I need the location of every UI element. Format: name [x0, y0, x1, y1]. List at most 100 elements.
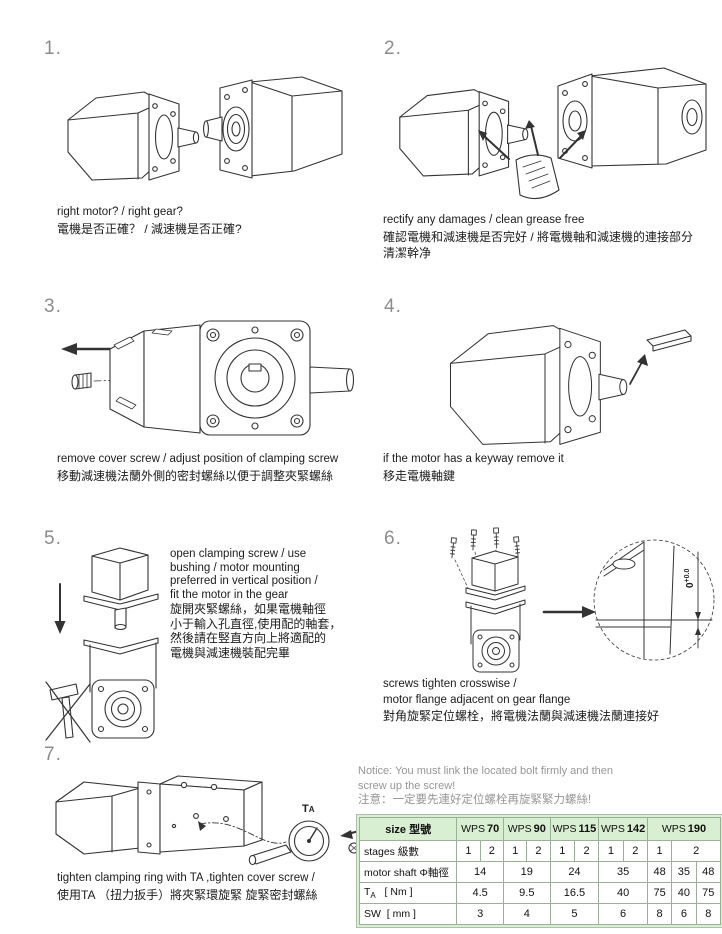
caption-line-zh: 清潔幹净	[383, 245, 432, 260]
table-cell: 35	[598, 861, 648, 883]
table-cell: 9.5	[502, 882, 551, 904]
caption-line-zh: 對角旋緊定位螺栓，將電機法蘭與減速機法蘭連接好	[383, 709, 660, 723]
caption-line-en: motor flange adjacent on gear flange	[383, 693, 571, 706]
table-row-stages: stages 級數 1 2 1 2 1 2 1 2 1 2	[358, 840, 721, 862]
table-cell: 1	[502, 840, 528, 862]
torque-label: TA	[302, 803, 315, 815]
step5-caption: open clamping screw / use bushing / moto…	[170, 548, 341, 660]
leader-line	[199, 822, 287, 844]
caption-line-en: remove cover screw / adjust position of …	[57, 453, 339, 465]
table-cell: 8	[646, 903, 673, 925]
caption-line-en: preferred in vertical position /	[170, 575, 318, 587]
table-cell: 4	[502, 903, 551, 925]
caption-line-zh: 移動減速機法蘭外側的密封螺絲以便于調整夾緊螺絲	[57, 468, 334, 483]
caption-line-zh: 電機與減速機裝配完畢	[170, 645, 291, 660]
caption-line-zh: 確認電機和減速機是否完好 / 將電機軸和減速機的連接部分	[383, 229, 694, 244]
table-cell: 48	[646, 861, 673, 883]
motor-drawing	[67, 91, 200, 181]
caption-line-en: fit the motor in the gear	[170, 588, 289, 601]
step7-caption: tighten clamping ring with TA ,tighten c…	[57, 871, 317, 903]
step2-illustration	[399, 67, 707, 200]
table-cell: 6	[671, 903, 697, 925]
torque-wrench-icon	[248, 820, 330, 866]
keyway-icon	[646, 329, 692, 352]
step5-illustration	[45, 547, 159, 743]
table-cell: 24	[549, 861, 600, 883]
table-cell: 8	[695, 903, 722, 925]
table-cell: 5	[549, 903, 600, 925]
table-cell: 40	[671, 882, 697, 904]
step7-illustration: TA	[55, 775, 367, 866]
notice-line-zh: 注意：一定要先連好定位螺栓再旋緊緊力螺絲!	[358, 794, 592, 806]
row-label: motor shaft Φ軸徑	[358, 861, 458, 883]
arrow-icon	[61, 343, 112, 355]
table-cell: 2	[573, 840, 600, 862]
motor-vertical-drawing	[83, 547, 159, 631]
row-label: SW [ mm ]	[358, 903, 458, 925]
no-hammer-icon	[45, 681, 91, 743]
leader-arrowhead	[198, 821, 206, 831]
step3-number: 3.	[44, 296, 62, 317]
step4-illustration	[449, 324, 692, 446]
table-row-motor-shaft: motor shaft Φ軸徑 14 19 24 35 48 35 48	[358, 861, 722, 883]
screw-icon	[71, 372, 92, 390]
dimension-line	[695, 551, 701, 649]
dimension-label: 0+0.0	[684, 569, 696, 588]
step6-caption: screws tighten crosswise / motor flange …	[383, 677, 659, 724]
caption-line-zh: 電機是否正確？ / 減速機是否正確?	[57, 221, 242, 236]
caption-line-en: screws tighten crosswise /	[383, 678, 517, 690]
caption-line-zh: 旋開夾緊螺絲，如果電機軸徑	[170, 602, 327, 616]
table-cell: 2	[526, 840, 551, 862]
table-cell: 2	[479, 840, 504, 862]
arrow-icon	[542, 606, 596, 618]
caption-line-en: tighten clamping ring with TA ,tighten c…	[57, 872, 315, 884]
table-cell: 48	[695, 861, 722, 883]
table-cell: 40	[598, 882, 648, 904]
step3-illustration	[61, 320, 355, 436]
step1-illustration	[67, 76, 343, 181]
table-cell: 2	[622, 840, 648, 862]
step2-number: 2.	[384, 38, 402, 59]
table-cell: 1	[646, 840, 673, 862]
table-cell: 1	[598, 840, 624, 862]
step3-caption: remove cover screw / adjust position of …	[57, 452, 338, 484]
table-cell: 14	[456, 861, 504, 883]
caption-line-en: bushing / motor mounting	[170, 561, 300, 574]
caption-line-en: open clamping screw / use	[170, 548, 307, 560]
table-cell: 1	[549, 840, 575, 862]
gearbox-vertical-drawing	[83, 637, 159, 739]
motor-gearbox-assembly-drawing	[55, 775, 263, 855]
down-arrow-icon	[54, 583, 66, 634]
gearbox-drawing	[557, 67, 707, 169]
caption-line-zh: 移走電機軸鍵	[383, 468, 456, 483]
motor-drawing	[399, 89, 529, 177]
step4-caption: if the motor has a keyway remove it 移走電機…	[383, 452, 564, 484]
table-cell: 1	[456, 840, 481, 862]
caption-line-zh: 使用TA （扭力扳手）將夾緊環旋緊 旋緊密封螺絲	[57, 887, 318, 902]
arrow-icon	[629, 354, 648, 385]
notice-line: Notice: You must link the located bolt f…	[358, 765, 613, 777]
table-cell: 75	[646, 882, 673, 904]
caption-line-zh: 然後請在竪直方向上將適配的	[170, 631, 327, 645]
table-cell: 19	[502, 861, 551, 883]
table-header-size: size 型號	[358, 817, 458, 841]
row-label: stages 級數	[358, 840, 458, 862]
table-cell: 16.5	[549, 882, 600, 904]
step6-illustration: 0+0.0	[449, 527, 715, 673]
table-cell: 75	[695, 882, 722, 904]
caption-line-en: right motor? / right gear?	[57, 206, 183, 218]
step6-number: 6.	[384, 528, 402, 549]
step1-caption: right motor? / right gear? 電機是否正確？ / 減速機…	[57, 205, 242, 237]
gearbox-drawing	[109, 320, 355, 436]
cloth-icon	[515, 154, 560, 200]
table-cell: 6	[598, 903, 648, 925]
step5-number: 5.	[44, 528, 62, 549]
